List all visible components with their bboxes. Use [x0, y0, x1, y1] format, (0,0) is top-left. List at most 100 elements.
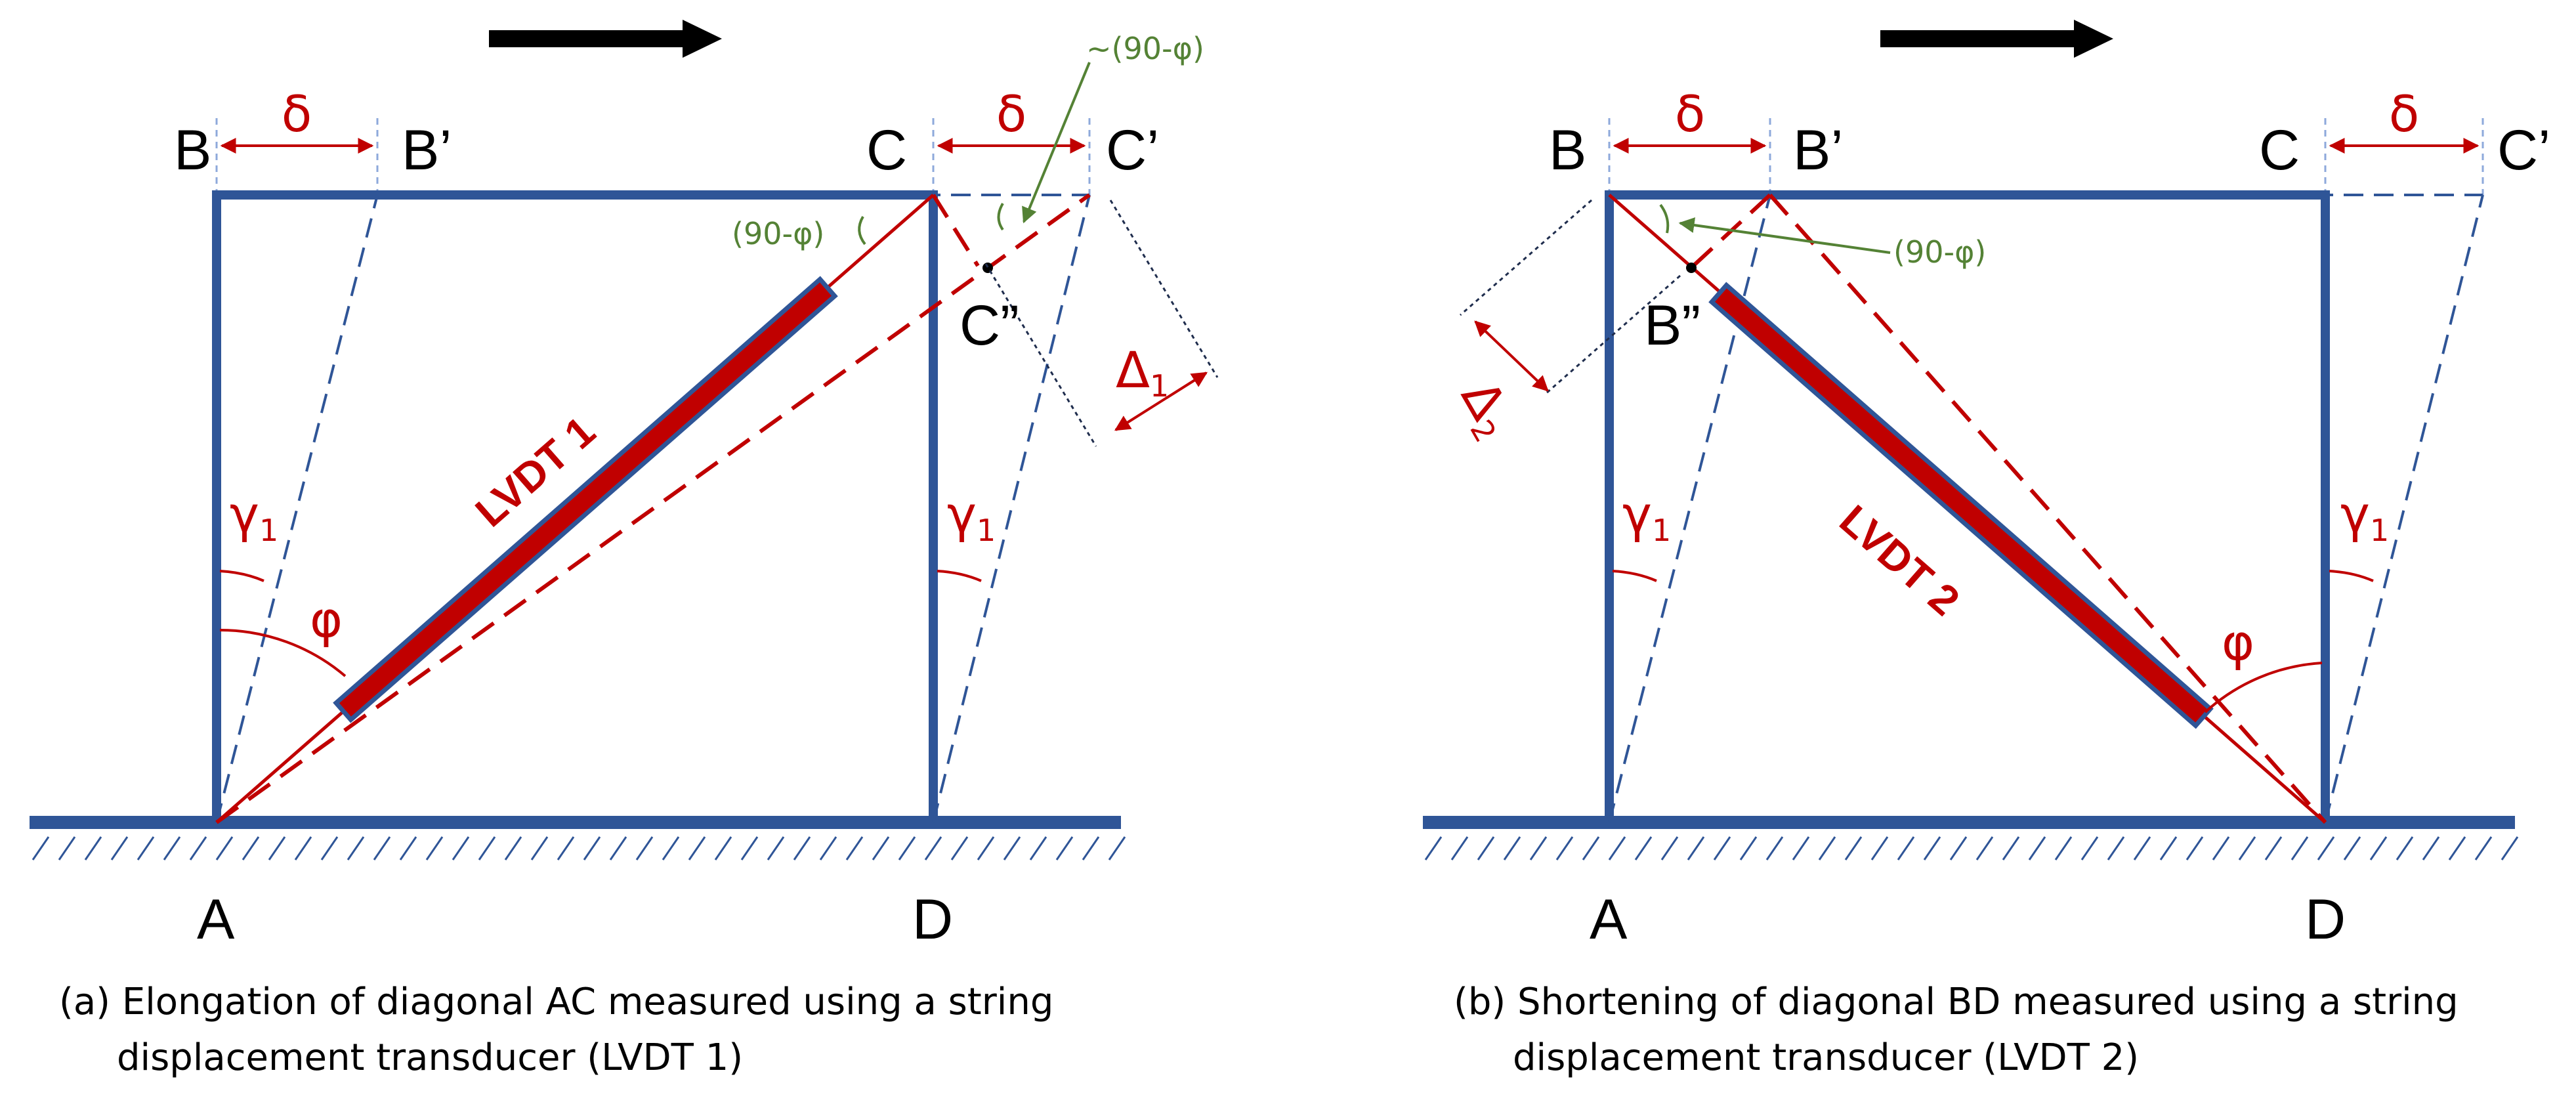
hatch-mark [215, 836, 234, 860]
hatch-mark [819, 836, 837, 860]
hatch-mark [2185, 836, 2204, 860]
deformed-column-right [2324, 194, 2484, 823]
deformed-column-left [215, 194, 379, 823]
point-b-prime: B’ [1793, 119, 1843, 182]
deformed-column-left [1608, 194, 1771, 823]
hatch-mark [740, 836, 759, 860]
hatch-mark [478, 836, 496, 860]
hatch-mark [2343, 836, 2361, 860]
point-c: C [2259, 119, 2300, 182]
hatch-mark [557, 836, 575, 860]
hatch-mark [1975, 836, 1994, 860]
hatch-mark [2422, 836, 2440, 860]
point-a: A [1590, 888, 1628, 951]
hatch-mark [1870, 836, 1889, 860]
hatch-mark [1082, 836, 1100, 860]
hatch-mark [977, 836, 995, 860]
hatch-mark [347, 836, 365, 860]
delta-right-symbol: δ [996, 85, 1027, 143]
point-b-double-prime: B” [1644, 294, 1700, 357]
point-a: A [197, 888, 235, 951]
phi-arc [219, 628, 347, 677]
hatch-mark [2291, 836, 2309, 860]
deformed-column-right [932, 194, 1091, 823]
hatch-mark [1555, 836, 1574, 860]
hatch-mark [635, 836, 654, 860]
hatch-mark [399, 836, 417, 860]
phi-arc [2204, 662, 2323, 713]
point-c: C [866, 119, 907, 182]
hatch-mark [32, 836, 50, 860]
hatch-mark [1660, 836, 1679, 860]
gamma-arc-right [937, 570, 982, 582]
gamma-arc-left [1612, 570, 1657, 582]
angle-arc-b [1659, 203, 1670, 234]
hatch-mark [294, 836, 312, 860]
dimension-guide-1 [1460, 199, 1592, 316]
hatch-mark [1713, 836, 1731, 860]
point-b: B [174, 119, 211, 182]
hatch-mark [242, 836, 260, 860]
right-arrow-icon [1880, 20, 2113, 58]
hatch-mark [1844, 836, 1863, 860]
hatch-mark [163, 836, 181, 860]
gamma-arc-right [2329, 570, 2374, 582]
hatch-mark [1029, 836, 1047, 860]
hatch-mark [504, 836, 522, 860]
angle-arc-c-prime [997, 202, 1004, 231]
hatch-mark [767, 836, 785, 860]
hatch-mark [320, 836, 339, 860]
diagonal-ac-prime [215, 193, 1091, 824]
hatch-mark [1055, 836, 1074, 860]
hatch-mark [452, 836, 470, 860]
dimension-guide-2 [1109, 200, 1219, 378]
hatch-mark [1634, 836, 1653, 860]
hatch-mark [2317, 836, 2335, 860]
gamma-arc-left [219, 570, 264, 582]
delta-right-symbol: δ [2389, 85, 2420, 143]
angle-90-phi-green: (90-φ) [1893, 234, 1986, 270]
hatch-mark [1003, 836, 1021, 860]
right-arrow-icon [489, 20, 722, 58]
hatch-mark [2159, 836, 2178, 860]
hatch-mark [110, 836, 129, 860]
caption-b-line2: displacement transducer (LVDT 2) [1513, 1036, 2139, 1079]
gamma-right-symbol: γ1 [947, 485, 996, 548]
phi-symbol: φ [310, 590, 343, 648]
delta-left-symbol: δ [282, 85, 312, 143]
hatch-mark [58, 836, 76, 860]
lvdt-2-bar [1708, 282, 2214, 729]
hatch-mark [688, 836, 706, 860]
hatch-mark [2396, 836, 2414, 860]
panel-b: LVDT 2 Δ2 δ δ B B’ C C’ B” A D γ1 γ1 φ (… [1423, 20, 2550, 1079]
hatch-mark [583, 836, 601, 860]
angle-90-phi-green: ~(90-φ) [1086, 31, 1204, 66]
caption-a-line2: displacement transducer (LVDT 1) [117, 1036, 743, 1079]
hatch-mark [373, 836, 391, 860]
hatched-ground-icon [1424, 836, 2519, 860]
hatch-mark [2002, 836, 2020, 860]
delta-2-dimension [1474, 320, 1549, 392]
hatch-mark [1108, 836, 1126, 860]
angle-arc-c [858, 215, 866, 245]
phi-symbol: φ [2222, 613, 2254, 671]
hatch-mark [793, 836, 811, 860]
hatch-mark [609, 836, 627, 860]
dimension-guide-2 [1545, 274, 1681, 395]
gamma-left-symbol: γ1 [230, 485, 278, 548]
hatch-mark [1608, 836, 1626, 860]
point-d: D [2305, 888, 2346, 951]
delta-1-symbol: Δ1 [1116, 341, 1169, 404]
hatch-mark [2474, 836, 2493, 860]
hatch-mark [1424, 836, 1443, 860]
hatch-mark [2107, 836, 2125, 860]
hatch-mark [1765, 836, 1784, 860]
projection-line [931, 194, 980, 267]
point-c-prime: C’ [2497, 119, 2550, 182]
hatch-mark [530, 836, 549, 860]
hatch-mark [1687, 836, 1705, 860]
delta-1-dimension [1114, 372, 1208, 431]
angle-90-phi-red: (90-φ) [732, 216, 824, 251]
hatch-mark [1503, 836, 1521, 860]
hatch-mark [137, 836, 155, 860]
